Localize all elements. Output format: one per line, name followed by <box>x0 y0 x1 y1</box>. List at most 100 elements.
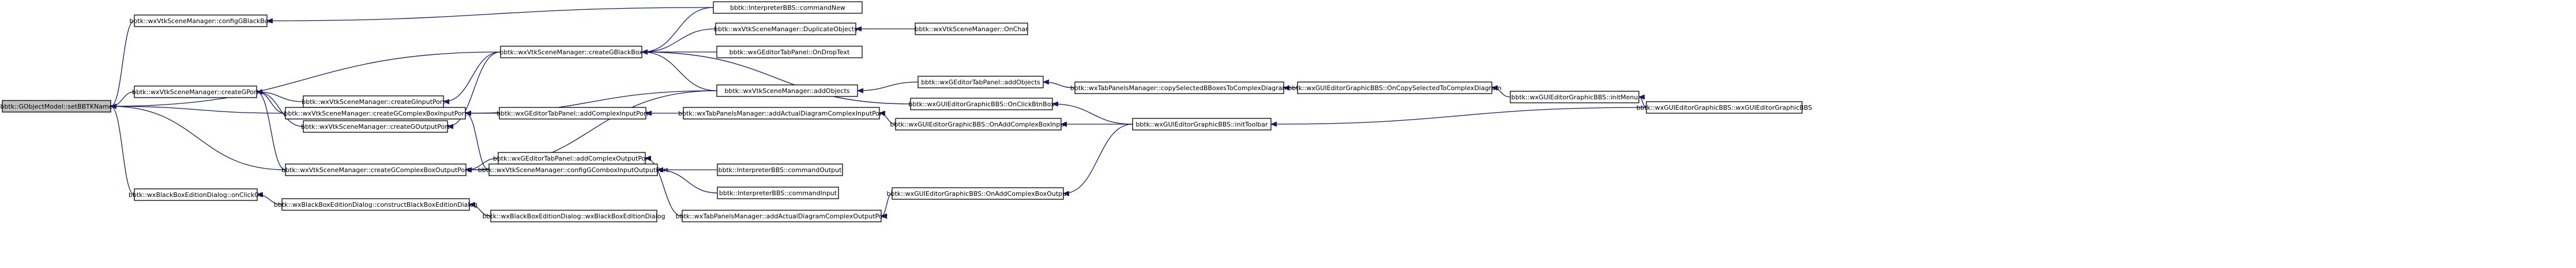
node-box[interactable] <box>716 46 863 58</box>
edge-commandNew-to-configGBlackBox <box>267 7 714 21</box>
node-box[interactable] <box>895 118 1062 131</box>
edge-onAddComplexBoxInput-to-addActualDiagramComplexInputPort <box>879 113 896 125</box>
node-onDropText[interactable]: bbtk::wxGEditorTabPanel::OnDropText <box>716 46 863 58</box>
node-onAddComplexBoxOutput[interactable]: bbtk::wxGUIEditorGraphicBBS::OnAddComple… <box>887 187 1070 200</box>
node-addActualDiagramComplexInputPort[interactable]: bbtk::wxTabPanelsManager::addActualDiagr… <box>678 107 885 120</box>
node-duplicateObjects[interactable]: bbtk::wxVtkSceneManager::DuplicateObject… <box>714 23 858 35</box>
node-createGOutputPort[interactable]: bbtk::wxVtkSceneManager::createGOutputPo… <box>301 120 450 133</box>
node-label: bbtk::wxGUIEditorGraphicBBS::OnCopySelec… <box>1288 84 1501 92</box>
edge-ctorGraphicBBS-to-initToolbar <box>1271 107 1647 124</box>
node-commandOutput[interactable]: bbtk::InterpreterBBS::commandOutput <box>717 163 843 176</box>
node-createGComplexBoxInputPort[interactable]: bbtk::wxVtkSceneManager::createGComplexB… <box>284 107 467 120</box>
node-box[interactable] <box>134 188 258 201</box>
node-initToolbar[interactable]: bbtk::wxGUIEditorGraphicBBS::initToolbar <box>1132 118 1272 131</box>
node-box[interactable] <box>915 23 1028 35</box>
node-label: bbtk::wxVtkSceneManager::createGBlackBox <box>499 49 643 56</box>
nodes-layer: bbtk::GObjectModel::setBBTKNamebbtk::wxV… <box>0 1 1812 222</box>
node-label: bbtk::wxVtkSceneManager::createGPort <box>132 88 260 96</box>
node-box[interactable] <box>1646 101 1803 114</box>
node-constructBlackBoxEditionDialog[interactable]: bbtk::wxBlackBoxEditionDialog::construct… <box>274 198 477 211</box>
edge-initToolbar-to-onAddComplexBoxOutput <box>1063 124 1133 193</box>
node-commandNew[interactable]: bbtk::InterpreterBBS::commandNew <box>713 1 863 14</box>
node-initMenu[interactable]: bbtk::wxGUIEditorGraphicBBS::initMenu <box>1510 91 1639 103</box>
node-label: bbtk::InterpreterBBS::commandOutput <box>719 166 843 174</box>
node-box[interactable] <box>1074 81 1284 94</box>
node-label: bbtk::wxBlackBoxEditionDialog::wxBlackBo… <box>482 213 665 220</box>
edge-commandInput-to-configGComboxInputOutputPort <box>657 170 718 193</box>
node-box[interactable] <box>683 107 880 120</box>
node-root[interactable]: bbtk::GObjectModel::setBBTKName <box>0 100 113 113</box>
node-onCopySelectedToComplexDiagram[interactable]: bbtk::wxGUIEditorGraphicBBS::OnCopySelec… <box>1288 81 1502 94</box>
node-box[interactable] <box>285 163 467 176</box>
edge-createGInputPort-to-createGPort <box>257 92 304 102</box>
node-label: bbtk::wxVtkSceneManager::createGComplexB… <box>281 166 471 174</box>
edge-duplicateObjects-to-createGBlackBox <box>642 28 716 52</box>
node-box[interactable] <box>1297 81 1492 94</box>
edge-createGBlackBox-to-createGOutputPort <box>447 51 501 126</box>
node-label: bbtk::wxBlackBoxEditionDialog::onClickOk <box>129 191 264 199</box>
edge-copySelectedBBoxesToComplexDiagram-to-tabPanelAddObjects <box>1043 82 1075 88</box>
node-box[interactable] <box>715 23 856 35</box>
edge-initToolbar-to-onClickBtnBox <box>1052 104 1133 125</box>
node-label: bbtk::wxVtkSceneManager::createGComplexB… <box>284 110 467 117</box>
edge-onAddComplexBoxOutput-to-addActualDiagramComplexOutputPort <box>881 193 893 216</box>
edge-createGBlackBox-to-createGInputPort <box>443 51 501 102</box>
node-box[interactable] <box>134 14 268 27</box>
node-box[interactable] <box>1510 91 1639 103</box>
edge-constructBlackBoxEditionDialog-to-onClickOk <box>257 195 283 205</box>
node-box[interactable] <box>490 210 657 222</box>
edge-addActualDiagramComplexOutputPort-to-addComplexOutputPort <box>645 158 683 217</box>
node-box[interactable] <box>1132 118 1272 131</box>
edge-commandNew-to-createGBlackBox <box>642 7 714 52</box>
node-box[interactable] <box>713 1 863 14</box>
node-box[interactable] <box>717 187 839 199</box>
node-createGComplexBoxOutputPort[interactable]: bbtk::wxVtkSceneManager::createGComplexB… <box>281 163 471 176</box>
edge-tabPanelAddObjects-to-addObjects <box>858 81 919 91</box>
node-box[interactable] <box>285 107 466 120</box>
node-label: bbtk::wxBlackBoxEditionDialog::construct… <box>274 201 477 209</box>
node-box[interactable] <box>2 100 111 113</box>
node-onClickBtnBox[interactable]: bbtk::wxGUIEditorGraphicBBS::OnClickBtnB… <box>908 98 1055 110</box>
node-label: bbtk::wxVtkSceneManager::createGOutputPo… <box>301 123 450 131</box>
node-label: bbtk::wxGUIEditorGraphicBBS::initToolbar <box>1135 121 1268 128</box>
node-createGPort[interactable]: bbtk::wxVtkSceneManager::createGPort <box>132 85 260 98</box>
node-onClickOk[interactable]: bbtk::wxBlackBoxEditionDialog::onClickOk <box>129 188 264 201</box>
node-box[interactable] <box>303 120 448 133</box>
node-label: bbtk::wxGUIEditorGraphicBBS::OnClickBtnB… <box>908 100 1055 108</box>
node-label: bbtk::wxVtkSceneManager::createGInputPor… <box>302 98 445 106</box>
node-box[interactable] <box>500 46 642 58</box>
node-box[interactable] <box>910 98 1053 110</box>
node-box[interactable] <box>488 163 658 176</box>
node-label: bbtk::wxGUIEditorGraphicBBS::wxGUIEditor… <box>1637 104 1812 111</box>
node-box[interactable] <box>281 198 470 211</box>
node-addComplexOutputPort[interactable]: bbtk::wxGEditorTabPanel::addComplexOutpu… <box>493 152 651 165</box>
node-box[interactable] <box>134 85 257 98</box>
edge-createGComplexBoxOutputPort-to-createGPort <box>256 92 286 170</box>
node-box[interactable] <box>917 76 1044 88</box>
node-createGInputPort[interactable]: bbtk::wxVtkSceneManager::createGInputPor… <box>302 95 445 108</box>
node-box[interactable] <box>499 107 646 120</box>
node-onAddComplexBoxInput[interactable]: bbtk::wxGUIEditorGraphicBBS::OnAddComple… <box>890 118 1067 131</box>
node-label: bbtk::wxTabPanelsManager::addActualDiagr… <box>678 110 885 117</box>
node-wxBlackBoxEditionDialog[interactable]: bbtk::wxBlackBoxEditionDialog::wxBlackBo… <box>482 210 665 222</box>
node-box[interactable] <box>682 210 882 222</box>
node-addObjects[interactable]: bbtk::wxVtkSceneManager::addObjects <box>716 84 858 97</box>
edges-layer <box>110 7 1647 217</box>
node-box[interactable] <box>892 187 1064 200</box>
node-copySelectedBBoxesToComplexDiagram[interactable]: bbtk::wxTabPanelsManager::copySelectedBB… <box>1070 81 1288 94</box>
edge-onClickOk-to-root <box>110 106 135 195</box>
node-onChar[interactable]: bbtk::wxVtkSceneManager::OnChar <box>915 23 1028 35</box>
node-addComplexInputPort[interactable]: bbtk::wxGEditorTabPanel::addComplexInput… <box>497 107 649 120</box>
node-configGComboxInputOutputPort[interactable]: bbtk::wxVtkSceneManager::configGComboxIn… <box>478 163 669 176</box>
node-box[interactable] <box>717 163 843 176</box>
node-createGBlackBox[interactable]: bbtk::wxVtkSceneManager::createGBlackBox <box>499 46 643 58</box>
node-label: bbtk::wxVtkSceneManager::configGBlackBox <box>129 17 272 25</box>
node-commandInput[interactable]: bbtk::InterpreterBBS::commandInput <box>717 187 839 199</box>
node-ctorGraphicBBS[interactable]: bbtk::wxGUIEditorGraphicBBS::wxGUIEditor… <box>1637 101 1812 114</box>
node-configGBlackBox[interactable]: bbtk::wxVtkSceneManager::configGBlackBox <box>129 14 272 27</box>
node-label: bbtk::wxGEditorTabPanel::OnDropText <box>729 49 850 56</box>
node-tabPanelAddObjects[interactable]: bbtk::wxGEditorTabPanel::addObjects <box>917 76 1044 88</box>
node-box[interactable] <box>716 84 858 97</box>
node-addActualDiagramComplexOutputPort[interactable]: bbtk::wxTabPanelsManager::addActualDiagr… <box>676 210 888 222</box>
